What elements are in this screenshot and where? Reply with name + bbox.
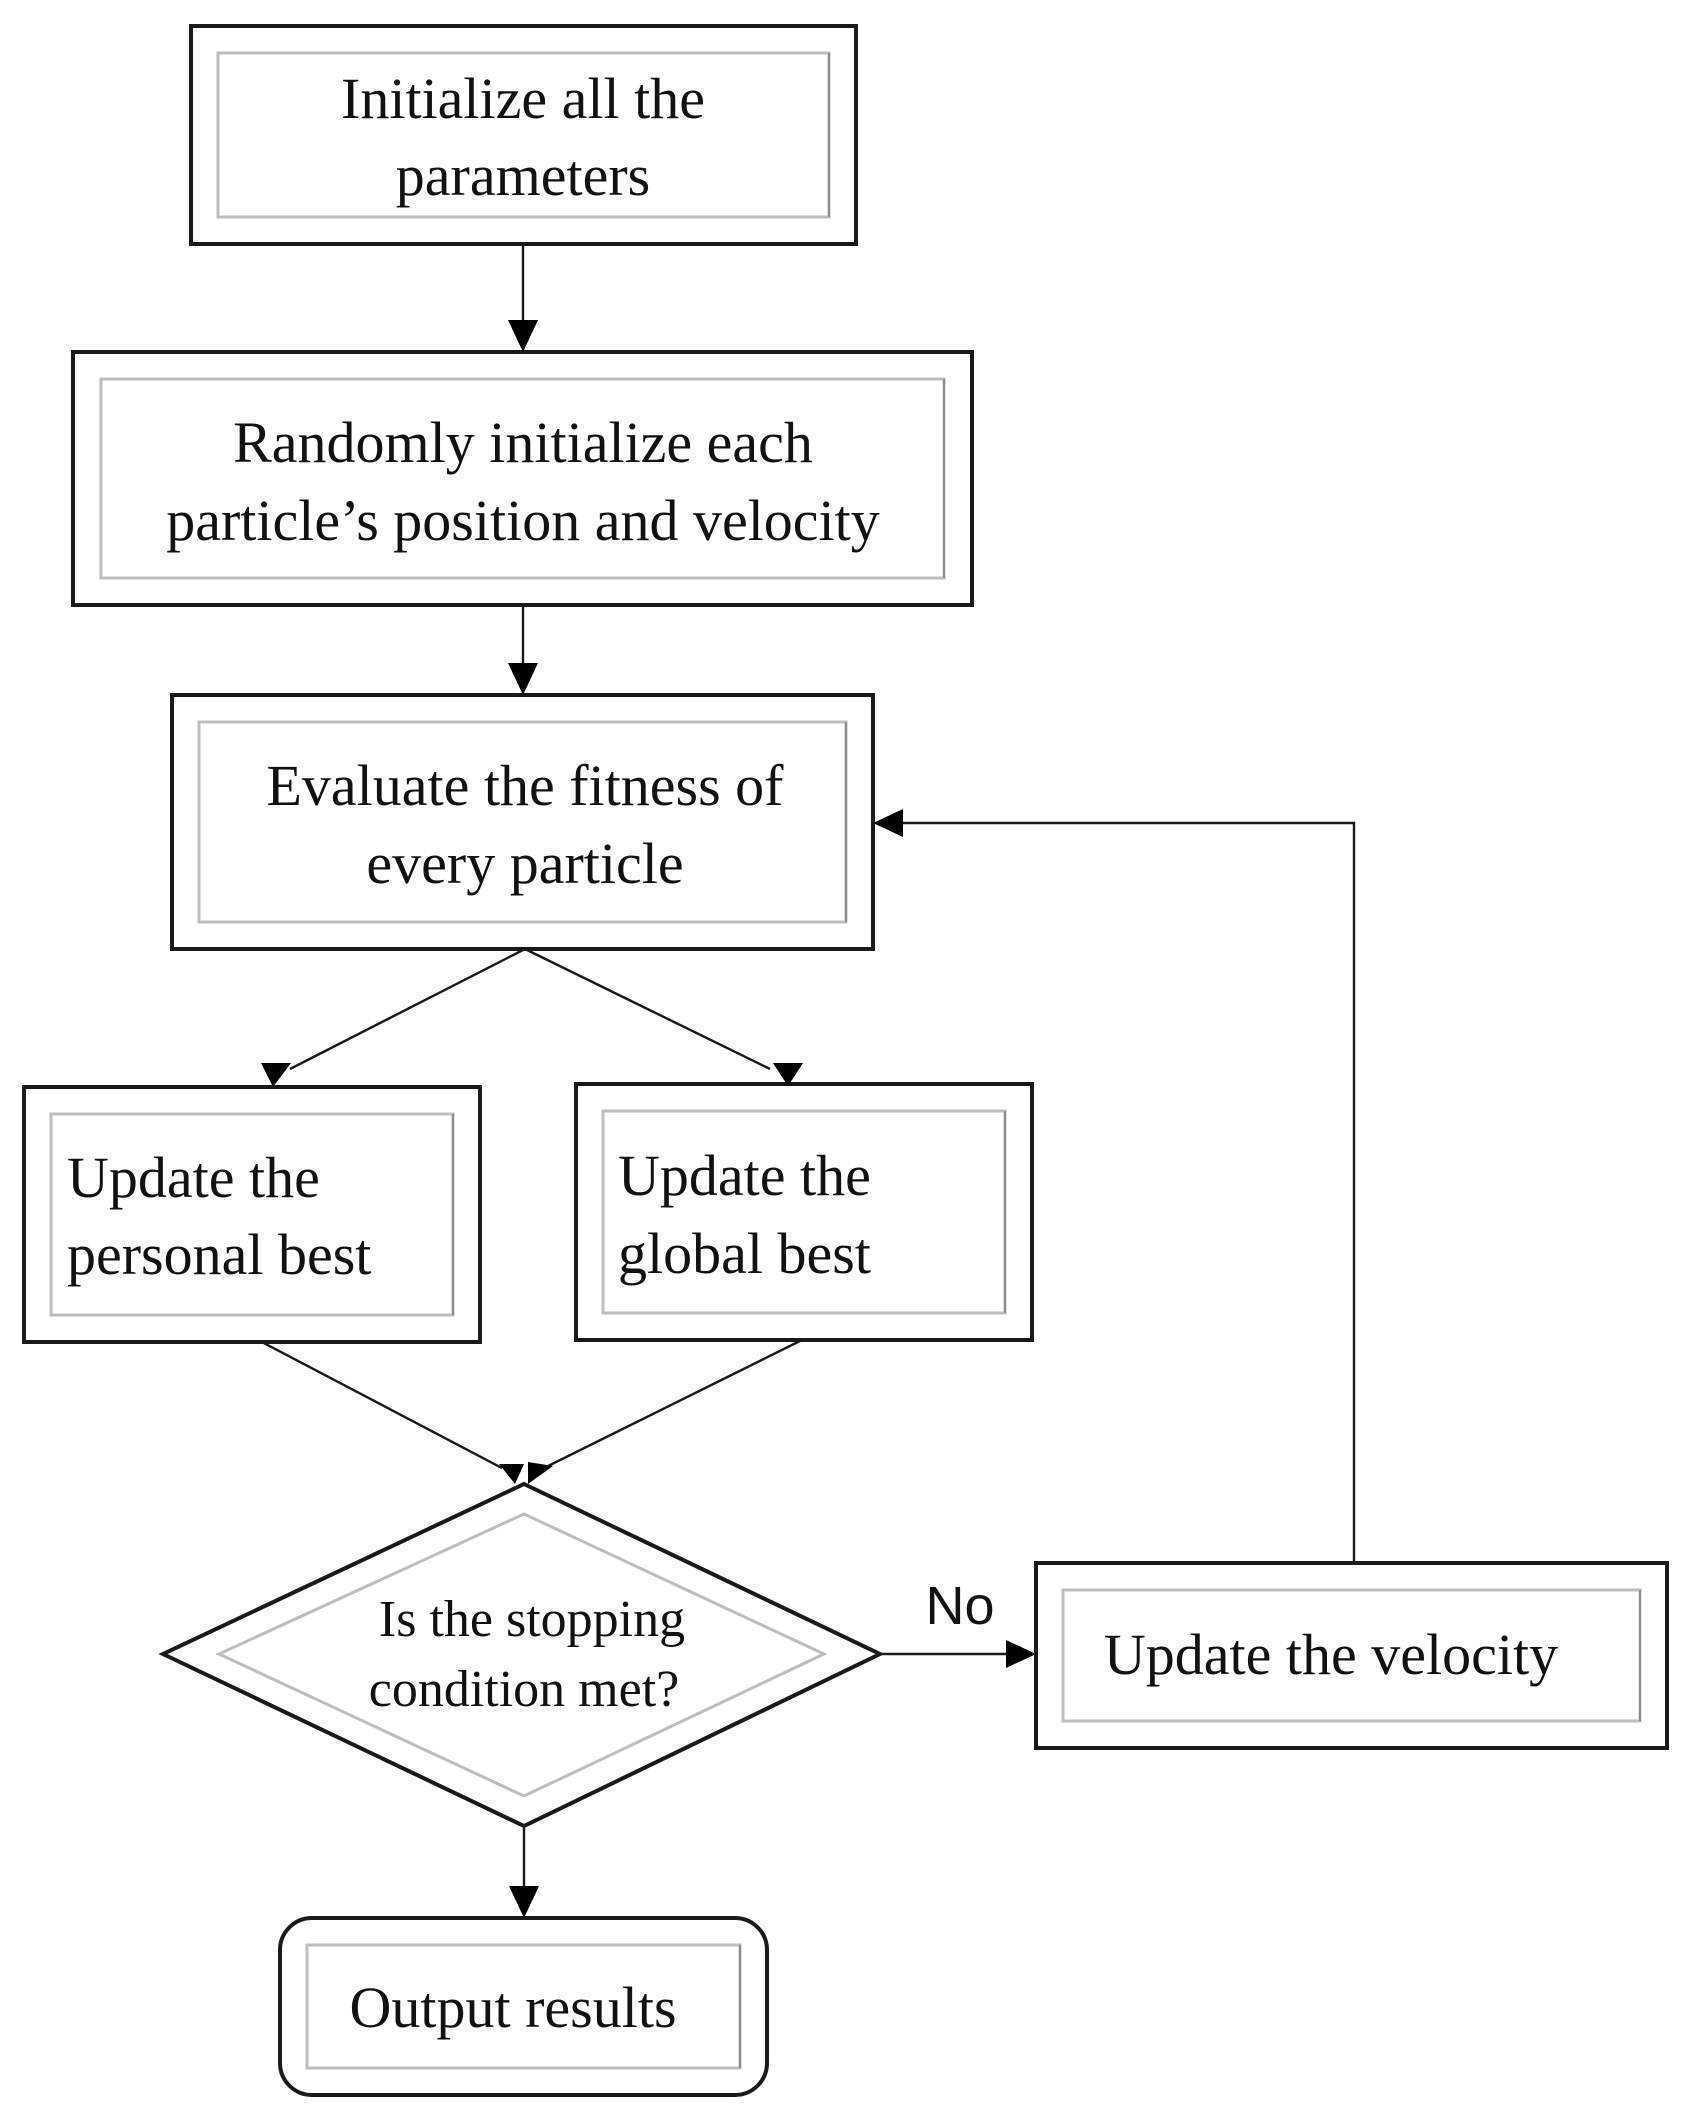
node-global-best-line-2: global best	[618, 1221, 871, 1286]
node-global-best: Update the global best	[574, 1082, 1034, 1342]
node-evaluate-line-2: every particle	[366, 831, 683, 896]
edge-random-to-evaluate	[508, 605, 538, 695]
node-random-init-line-2: particle’s position and velocity	[166, 488, 880, 553]
edge-personal-best-to-decision	[261, 1340, 524, 1484]
node-random-init: Randomly initialize each particle’s posi…	[71, 350, 974, 607]
node-init-params-line-2: parameters	[396, 143, 650, 208]
node-init-params-line-1: Initialize all the	[341, 66, 705, 131]
edge-global-best-to-decision	[528, 1338, 803, 1484]
edge-velocity-to-evaluate	[873, 809, 1356, 1563]
node-personal-best: Update the personal best	[22, 1085, 482, 1344]
node-global-best-line-1: Update the	[618, 1143, 871, 1208]
node-output-label: Output results	[349, 1975, 676, 2040]
edge-decision-to-output	[509, 1826, 539, 1918]
node-personal-best-line-1: Update the	[67, 1145, 320, 1210]
node-random-init-line-1: Randomly initialize each	[233, 410, 813, 475]
node-decision-line-2: condition met?	[369, 1661, 679, 1718]
edge-evaluate-to-global-best	[524, 947, 803, 1086]
node-evaluate: Evaluate the fitness of every particle	[170, 693, 875, 951]
node-init-params: Initialize all the parameters	[189, 24, 858, 246]
node-decision: Is the stopping condition met?	[158, 1481, 885, 1829]
node-update-velocity: Update the velocity	[1034, 1561, 1669, 1750]
node-update-velocity-label: Update the velocity	[1104, 1622, 1558, 1687]
edge-decision-to-velocity: No	[880, 1576, 1036, 1668]
node-decision-line-1: Is the stopping	[379, 1591, 685, 1648]
edge-label-no: No	[925, 1576, 994, 1636]
edge-evaluate-to-personal-best	[261, 947, 526, 1087]
node-output: Output results	[278, 1916, 769, 2097]
node-personal-best-line-2: personal best	[67, 1222, 371, 1287]
node-evaluate-line-1: Evaluate the fitness of	[267, 753, 785, 818]
edge-init-to-random	[508, 244, 538, 352]
